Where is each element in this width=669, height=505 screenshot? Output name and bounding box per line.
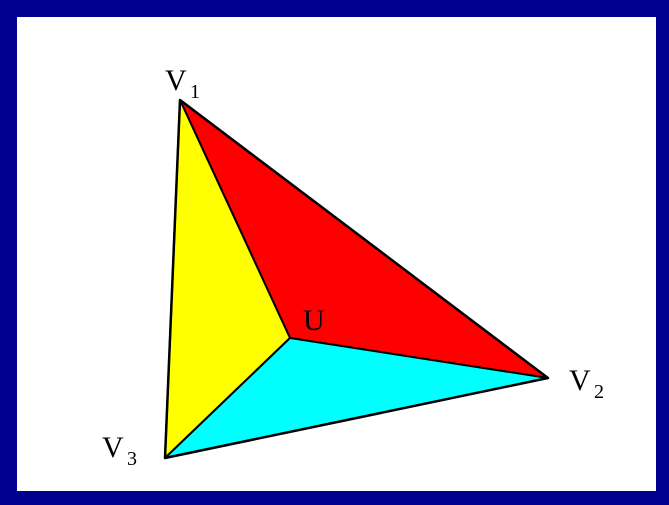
- label-u-letter: U: [303, 304, 325, 337]
- label-v1-subscript: 1: [190, 81, 200, 103]
- label-v3-subscript: 3: [127, 448, 137, 470]
- label-v3: V 3: [102, 431, 137, 470]
- outer-triangle-outline: [163, 98, 550, 460]
- label-v3-letter: V: [102, 431, 124, 464]
- label-v2: V 2: [569, 364, 604, 403]
- label-v1: V 1: [165, 64, 200, 103]
- label-v2-letter: V: [569, 364, 591, 397]
- label-v1-letter: V: [165, 64, 187, 97]
- label-v2-subscript: 2: [594, 381, 604, 403]
- label-u: U: [303, 304, 325, 337]
